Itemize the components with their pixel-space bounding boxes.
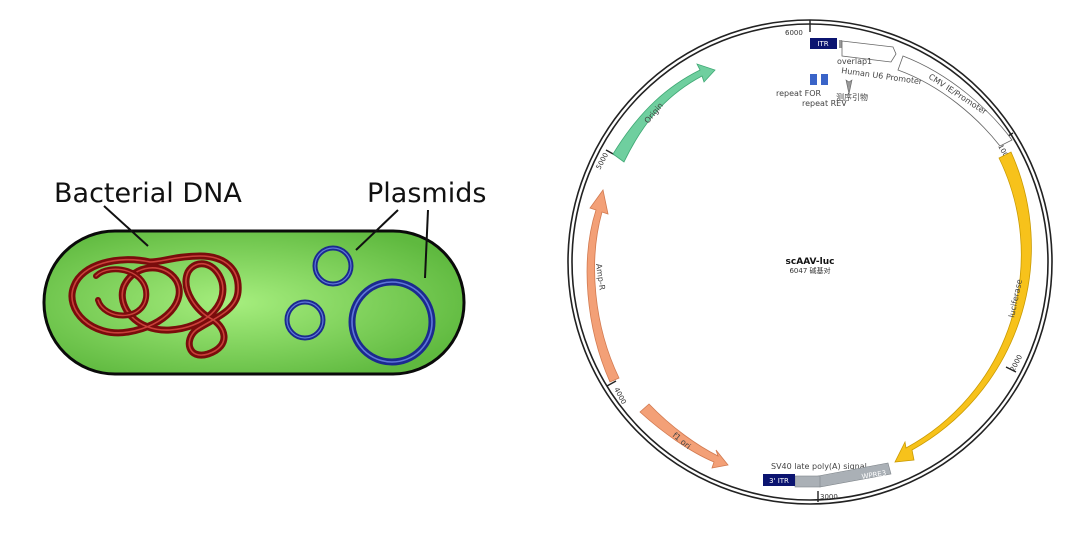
plasmid-map: 6000 1000 2000 3000 4000 5000 scAAV-luc … (567, 19, 1053, 505)
bacterial-cell (42, 229, 466, 376)
feature-ampr (586, 189, 620, 383)
tick-2000 (1005, 366, 1017, 373)
dna-strand-inner (71, 255, 239, 356)
tick-label-3000: 3000 (820, 493, 838, 501)
feature-primer-label: 测序引物 (836, 92, 868, 102)
feature-f1-label: f1 ori (671, 431, 693, 451)
feature-overlap-arrow (841, 40, 897, 63)
leader-plasmid-large (424, 209, 429, 279)
feature-itr (810, 38, 837, 49)
feature-itr3 (763, 474, 795, 486)
feature-itr3-label: 3' ITR (769, 477, 789, 485)
plasmid-small-bottom-inner (286, 301, 324, 339)
feature-repeat-rev-label: repeat REV (802, 99, 847, 108)
tick-label-6000: 6000 (785, 29, 803, 37)
feature-overlap-label: overlap1 (837, 57, 872, 66)
bacterium-diagram: Bacterial DNA Plasmids (42, 178, 486, 376)
plasmid-length: 6047 碱基对 (789, 266, 830, 275)
feature-itr-spacer (839, 40, 842, 48)
feature-repeat-for (810, 74, 817, 85)
plasmid-small-top-inner (314, 247, 352, 285)
plasmid-name: scAAV-luc (786, 257, 835, 267)
label-bacterial-dna: Bacterial DNA (54, 178, 242, 209)
feature-repeat-for-label: repeat FOR (776, 89, 822, 98)
tick-label-4000: 4000 (612, 386, 627, 405)
plasmid-large-inner (351, 281, 433, 363)
feature-itr-label: ITR (817, 40, 828, 48)
feature-sv40-polya (794, 475, 821, 488)
feature-sv40-label: SV40 late poly(A) signal (771, 462, 867, 471)
leader-plasmid-small (355, 209, 399, 251)
leader-bacterial-dna (103, 205, 149, 247)
feature-origin (612, 63, 716, 163)
tick-4000 (606, 380, 617, 387)
feature-wpre3-label: WPRE3 (861, 469, 887, 481)
feature-f1-ori (639, 403, 729, 469)
feature-ampr-label: Amp-R (594, 263, 607, 291)
feature-cmv-promoter (897, 55, 1013, 147)
feature-repeat-rev (821, 74, 828, 85)
dna-strand-loop-inner (95, 268, 147, 317)
plasmids (284, 245, 436, 366)
feature-primer-arrow (845, 79, 853, 95)
feature-luciferase (894, 151, 1032, 463)
label-plasmids: Plasmids (367, 178, 486, 209)
bacterial-dna (68, 252, 242, 359)
